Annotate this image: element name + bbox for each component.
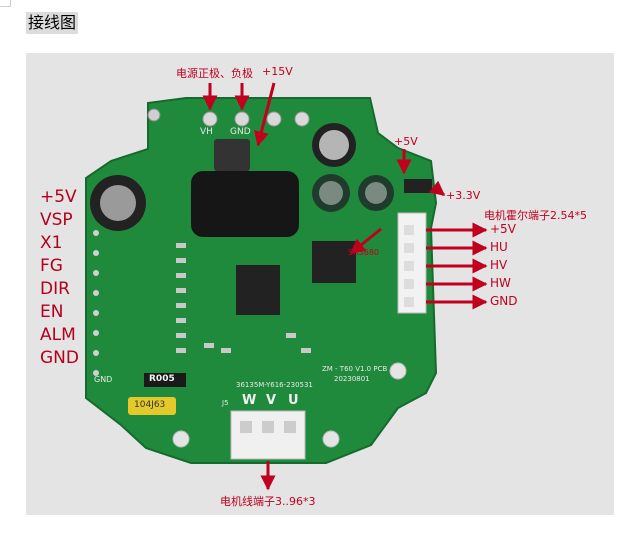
hall-pin-label: HV [490, 258, 508, 272]
hall-port-label: 电机霍尔端子2.54*5 [484, 209, 587, 222]
pad [266, 111, 282, 127]
page-corner-mark [0, 0, 11, 7]
left-pin-label: VSP [40, 210, 73, 230]
plus3v3-arrow [428, 180, 446, 197]
inductor [214, 139, 250, 171]
mount-hole [147, 108, 161, 122]
vh-silkscreen: VH [200, 127, 213, 137]
pad [294, 111, 310, 127]
w-silkscreen: W [242, 393, 257, 408]
mount-hole [172, 430, 190, 448]
left-pin-label: DIR [40, 279, 70, 299]
capacitor-large [191, 171, 299, 237]
power-input-label: 电源正极、负极 [176, 67, 253, 80]
chip-arrow [349, 227, 382, 255]
left-pin-label: EN [40, 302, 64, 322]
film-capacitor [128, 397, 176, 415]
r005-silkscreen: R005 [149, 374, 175, 384]
gnd-pad [234, 111, 250, 127]
hall-pin-label: GND [490, 294, 518, 308]
hall-pin-label: HW [490, 276, 511, 290]
tag-silkscreen: 104J63 [134, 400, 166, 410]
j5-silkscreen: J5 [222, 399, 229, 407]
plus5v-top-label: +5V [394, 135, 418, 148]
shunt-resistor [144, 373, 186, 387]
hall-pin-label: +5V [490, 222, 516, 236]
mount-hole [322, 430, 340, 448]
date-silkscreen: 20230801 [334, 375, 370, 383]
gnd-left-silkscreen: GND [94, 375, 113, 384]
section-title: 接线图 [26, 12, 79, 34]
mcu-chip [312, 241, 356, 283]
v-silkscreen: V [266, 393, 277, 408]
mount-hole [389, 362, 407, 380]
motor-port-label: 电机线端子3..96*3 [220, 495, 316, 508]
plus15v-label: +15V [262, 65, 293, 78]
left-pin-label: ALM [40, 325, 76, 345]
plus3v3-label: +3.3V [446, 189, 481, 202]
driver-chip [236, 265, 280, 315]
left-pin-label: X1 [40, 233, 63, 253]
model-silkscreen: ZM - T60 V1.0 PCB [322, 365, 388, 373]
vh-pad [202, 111, 218, 127]
wiring-diagram-photo: 电源正极、负极 +15V +5V +3.3V 电机霍尔端子2.54*5 电机线端… [26, 53, 614, 515]
left-pin-label: FG [40, 256, 63, 276]
motor-connector [230, 410, 306, 460]
gnd-silkscreen: GND [230, 127, 251, 137]
pcb-board-drawing [85, 82, 488, 491]
u-silkscreen: U [288, 393, 299, 408]
chip-mark: SR3680 [348, 248, 379, 257]
left-pin-label: +5V [40, 187, 77, 207]
left-pin-label: GND [40, 348, 79, 368]
pin-header [404, 179, 432, 193]
plus15v-arrow [254, 82, 276, 147]
hall-pin-label: HU [490, 240, 508, 254]
code-silkscreen: 36135M-Y616-230531 [236, 381, 313, 389]
